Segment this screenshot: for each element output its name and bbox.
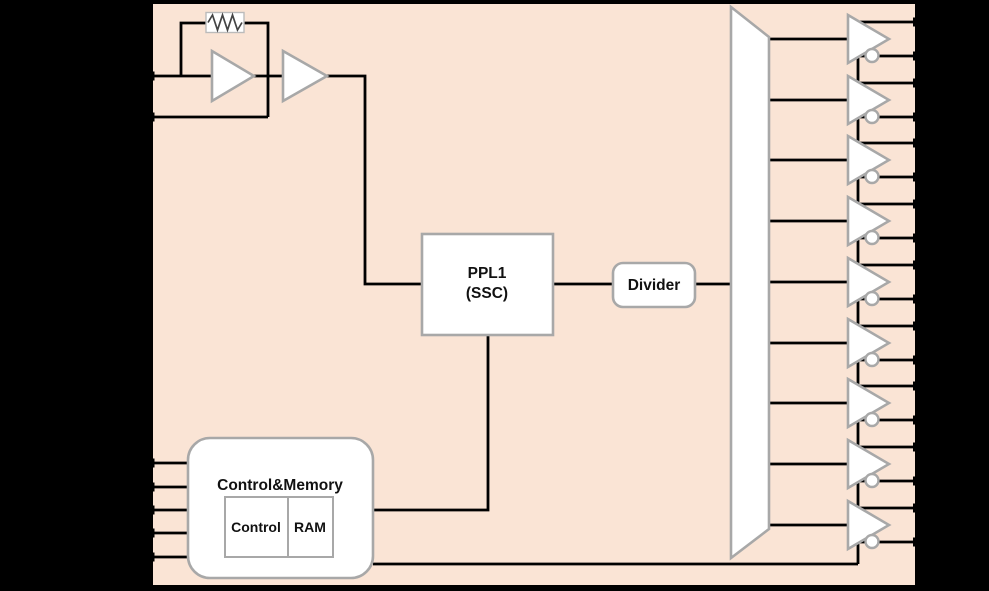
osc-to-pll-wire bbox=[327, 74, 422, 286]
output-pin bbox=[913, 172, 922, 182]
control-input-pin bbox=[145, 458, 155, 468]
feedback-wire-right bbox=[243, 21, 270, 117]
control-input-pin bbox=[145, 482, 155, 492]
bubble-circle-icon bbox=[864, 472, 880, 489]
crystal-pin bbox=[145, 71, 155, 81]
control-memory-title: Control&Memory bbox=[217, 477, 343, 494]
divider-block bbox=[611, 261, 697, 309]
pll-block bbox=[420, 232, 555, 337]
pll-label-line2: (SSC) bbox=[466, 285, 508, 302]
trapezoid-mux-shape bbox=[729, 4, 771, 561]
bubble-circle-icon bbox=[864, 108, 880, 125]
output-pin bbox=[913, 321, 922, 331]
output-pin bbox=[913, 260, 922, 270]
pll-label-line1: PPL1 bbox=[468, 265, 507, 282]
bubble-circle-icon bbox=[864, 533, 880, 550]
output-pin bbox=[913, 17, 922, 27]
bubble-circle-icon bbox=[864, 411, 880, 428]
output-pin bbox=[913, 78, 922, 88]
bubble-circle-icon bbox=[864, 290, 880, 307]
output-pin bbox=[913, 112, 922, 122]
bubble-circle-icon bbox=[864, 168, 880, 185]
output-pin bbox=[913, 537, 922, 547]
output-pin bbox=[913, 199, 922, 209]
output-pin bbox=[913, 294, 922, 304]
ram-label: RAM bbox=[294, 519, 326, 535]
pll-to-control-wire bbox=[373, 335, 490, 512]
bubble-circle-icon bbox=[864, 229, 880, 246]
oscillator-amp2-icon bbox=[281, 48, 330, 104]
output-pin bbox=[913, 503, 922, 513]
control-block bbox=[224, 496, 289, 558]
control-input-pin bbox=[145, 552, 155, 562]
output-pin bbox=[913, 442, 922, 452]
ram-block bbox=[287, 496, 334, 558]
output-pin bbox=[913, 381, 922, 391]
bubble-circle-icon bbox=[864, 351, 880, 368]
output-pin bbox=[913, 51, 922, 61]
control-input-pin bbox=[145, 528, 155, 538]
output-pin bbox=[913, 233, 922, 243]
crystal-pin bbox=[145, 112, 155, 122]
bubble-circle-icon bbox=[864, 47, 880, 64]
shape-layer: PPL1 (SSC) Divider Control&Memory Contro… bbox=[186, 4, 771, 580]
output-pin bbox=[913, 415, 922, 425]
output-pin bbox=[913, 355, 922, 365]
output-pin bbox=[913, 476, 922, 486]
pin-layer bbox=[145, 17, 922, 562]
output-pin bbox=[913, 138, 922, 148]
control-memory-block: Control&Memory Control RAM bbox=[186, 436, 375, 580]
resistor-zigzag-icon bbox=[207, 12, 243, 33]
control-input-pin bbox=[145, 505, 155, 515]
control-label: Control bbox=[231, 519, 281, 535]
output-buffers-layer bbox=[846, 12, 892, 552]
feedback-wire-left bbox=[179, 21, 207, 76]
oscillator-amp1-icon bbox=[210, 48, 257, 104]
divider-label: Divider bbox=[628, 277, 681, 294]
crystal-resistor bbox=[205, 11, 245, 34]
